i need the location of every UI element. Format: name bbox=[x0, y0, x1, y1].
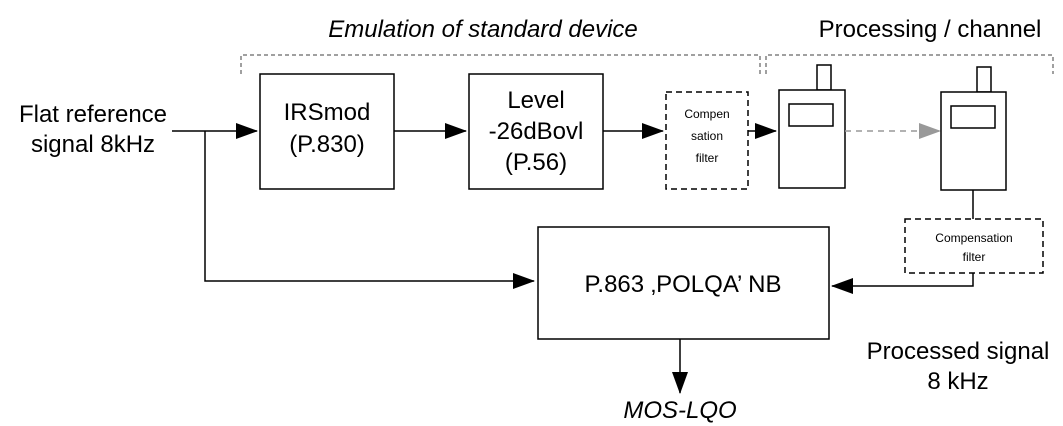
polqa-block bbox=[537, 226, 830, 340]
comp-filter-1-line3: filter bbox=[696, 151, 719, 165]
polqa-label: P.863 ‚POLQA’ NB bbox=[585, 271, 782, 298]
reference-to-polqa-arrow bbox=[204, 131, 535, 289]
irsmod-label: IRSmod bbox=[284, 99, 371, 126]
comp-filter-2-line2: filter bbox=[963, 250, 986, 264]
compensation-filter-1 bbox=[665, 91, 749, 190]
emulation-label: Emulation of standard device bbox=[328, 16, 638, 43]
level-label: Level bbox=[507, 87, 564, 114]
comp-filter-2-line1: Compensation bbox=[935, 231, 1012, 245]
compensation-filter-2 bbox=[904, 218, 1044, 274]
mobile-phone-2-icon bbox=[940, 66, 1007, 191]
mos-lqo-label: MOS-LQO bbox=[623, 397, 736, 424]
processed-signal-line1: Processed signal bbox=[867, 338, 1050, 365]
level-block bbox=[468, 73, 604, 190]
comp-filter-1-line2: sation bbox=[691, 129, 723, 143]
irsmod-ref: (P.830) bbox=[289, 131, 365, 158]
processing-label: Processing / channel bbox=[819, 16, 1042, 43]
comp-filter-1-line1: Compen bbox=[684, 107, 729, 121]
processed-signal-line2: 8 kHz bbox=[927, 368, 988, 395]
mobile-phone-1-icon bbox=[778, 64, 846, 189]
processed-to-polqa-arrow bbox=[831, 273, 974, 294]
processing-bracket bbox=[765, 54, 1054, 74]
input-label-line1: Flat reference bbox=[19, 101, 167, 128]
irsmod-block bbox=[259, 73, 395, 190]
emulation-bracket bbox=[240, 54, 761, 74]
input-label-line2: signal 8kHz bbox=[31, 131, 155, 158]
level-value: -26dBovl bbox=[489, 118, 584, 145]
level-ref: (P.56) bbox=[505, 149, 567, 176]
